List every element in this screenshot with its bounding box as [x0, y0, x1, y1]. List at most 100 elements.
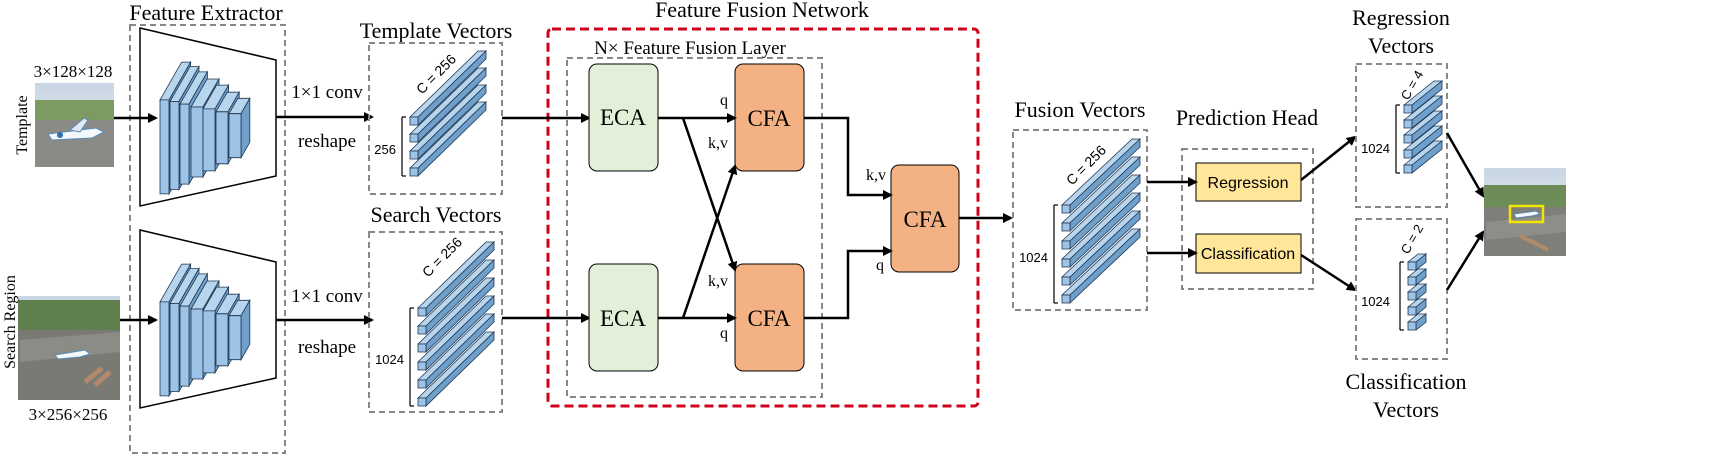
classification-vector-stack [1399, 253, 1428, 331]
eca-bottom-block: ECA [588, 263, 659, 372]
cfa-top-q-port: q [720, 92, 728, 109]
feature-extractor-title: Feature Extractor [129, 0, 283, 25]
search-size-label: 3×256×256 [29, 405, 108, 424]
cnn-layer-front [179, 103, 190, 185]
reshape-label-top: reshape [298, 131, 356, 152]
vector-bar-front [409, 167, 419, 177]
search-vectors-title: Search Vectors [371, 202, 502, 227]
cfa-top-kv-port: k,v [708, 135, 728, 152]
cfa-bottom-kv-port: k,v [708, 273, 728, 290]
classification-vectors-box [1355, 218, 1448, 360]
arrow-reg-vectors-to-output [1445, 132, 1485, 198]
cfa-final-kv-port: k,v [866, 167, 886, 184]
fusion-network-box [546, 27, 980, 408]
cnn-layer-front [228, 113, 242, 159]
search-vector-stack [409, 241, 495, 407]
cnn-layer-front [159, 99, 170, 195]
arrow-regression-to-reg-vectors [1300, 135, 1357, 181]
fusion-layer-box [566, 57, 823, 398]
output-image [1484, 168, 1566, 256]
regression-vectors-count: 1024 [1361, 141, 1390, 156]
fusion-vectors-box [1012, 129, 1148, 311]
arrow-cfa-bottom-to-cfa-final-q [804, 246, 893, 320]
vector-bar-front [1061, 240, 1071, 250]
vector-bar-front [417, 343, 427, 353]
eca-top-label: ECA [600, 105, 646, 130]
cfa-final-label: CFA [903, 207, 946, 232]
cfa-final-block: CFA [890, 164, 960, 273]
cnn-layer-front [215, 111, 229, 165]
arrow-eca-bottom-to-cfa-top-kv [681, 164, 738, 319]
template-vectors-title: Template Vectors [360, 18, 513, 43]
fusion-layer-title: N× Feature Fusion Layer [594, 38, 786, 59]
vector-bar-front [417, 361, 427, 371]
cnn-layer-front [202, 108, 216, 172]
vector-bar-front [1061, 204, 1071, 214]
classification-vectors-title-1: Classification [1346, 369, 1467, 394]
regression-vector-stack [1395, 80, 1444, 174]
vector-bar-front [417, 379, 427, 389]
backbone-bottom-layers [159, 262, 251, 398]
feature-extractor-box [129, 24, 286, 454]
vector-bar-front [1403, 164, 1413, 174]
vector-bar-front [417, 397, 427, 407]
search-vectors-box [368, 231, 503, 413]
vector-bar-front [409, 116, 419, 126]
cfa-bottom-label: CFA [747, 306, 790, 331]
fusion-vectors-title: Fusion Vectors [1015, 97, 1146, 122]
cfa-bottom-q-port: q [720, 325, 728, 342]
classification-head-block: Classification [1195, 233, 1302, 274]
template-vectors-box [368, 42, 503, 195]
arrow-cfa-top-to-cfa-final-kv [804, 116, 893, 200]
cfa-top-block: CFA [734, 63, 805, 172]
cnn-layer-front [179, 305, 190, 387]
cnn-layer-front [169, 101, 180, 190]
classification-vectors-title-2: Vectors [1373, 397, 1439, 422]
reshape-label-bottom: reshape [298, 337, 356, 358]
vector-bar-front [1061, 258, 1071, 268]
cnn-layer-front [202, 310, 216, 374]
cfa-bottom-block: CFA [734, 263, 805, 372]
vector-bar-front [417, 307, 427, 317]
cfa-final-q-port: q [876, 257, 884, 274]
eca-top-block: ECA [588, 63, 659, 172]
arrow-eca-top-to-cfa-bottom-kv [681, 117, 738, 272]
vector-bar-front [1407, 321, 1417, 331]
cnn-layer-front [215, 313, 229, 367]
arrow-classification-to-cls-vectors [1300, 253, 1357, 292]
template-image [35, 83, 114, 167]
classification-vectors-channels: C = 2 [1398, 222, 1427, 257]
vector-bar-front [1407, 306, 1417, 316]
vector-bar-front [1061, 222, 1071, 232]
vector-bar-front [1407, 276, 1417, 286]
vector-bar-front [1403, 149, 1413, 159]
vector-bar-front [1407, 291, 1417, 301]
vector-bar-front [409, 133, 419, 143]
search-region-image [18, 296, 120, 400]
cnn-layer-front [228, 315, 242, 361]
vector-bar-front [1407, 261, 1417, 271]
prediction-head-box [1181, 148, 1314, 290]
fusion-vectors-count: 1024 [1019, 250, 1048, 265]
conv-label-bottom: 1×1 conv [291, 286, 363, 307]
regression-vectors-title-2: Vectors [1368, 33, 1434, 58]
arrow-cls-vectors-to-output [1445, 230, 1485, 291]
fusion-vector-stack [1053, 138, 1142, 304]
regression-head-label: Regression [1208, 175, 1289, 192]
cnn-layer-front [190, 106, 204, 178]
cnn-layer-front [159, 301, 170, 397]
search-side-label: Search Region [2, 275, 19, 369]
prediction-head-title: Prediction Head [1176, 105, 1318, 130]
vector-bar-front [417, 325, 427, 335]
search-vectors-count: 1024 [375, 352, 404, 367]
template-vectors-count: 256 [374, 142, 396, 157]
template-size-label: 3×128×128 [34, 62, 113, 81]
cfa-top-label: CFA [747, 106, 790, 131]
tracking-bounding-box [1508, 204, 1545, 224]
cnn-layer-front [169, 303, 180, 392]
template-side-label: Template [14, 95, 31, 154]
eca-bottom-label: ECA [600, 306, 646, 331]
fusion-network-title: Feature Fusion Network [655, 0, 869, 22]
cnn-layer-front [190, 308, 204, 380]
